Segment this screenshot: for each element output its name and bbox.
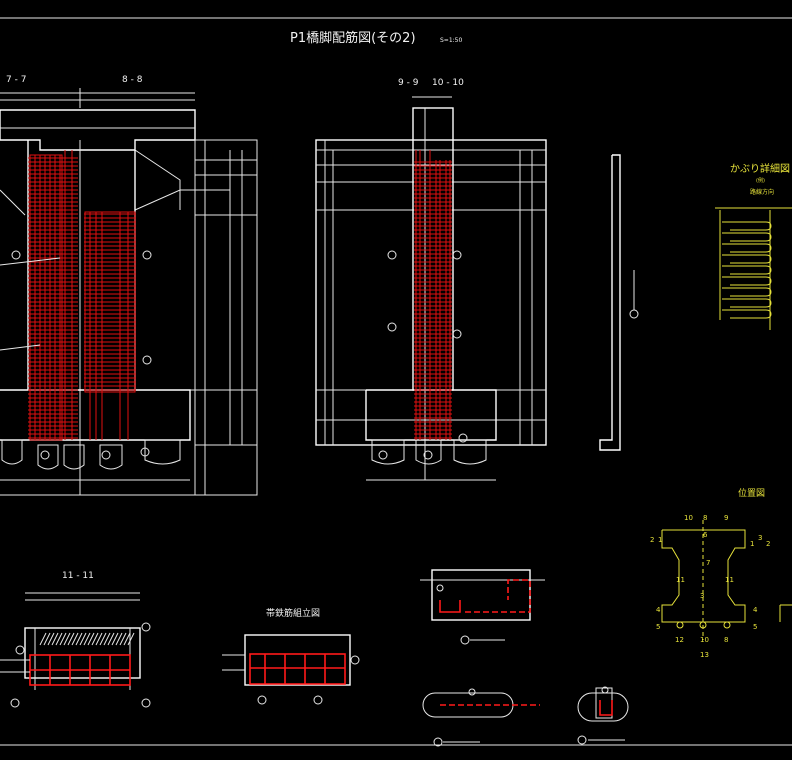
- pos-num-mid-center: 7: [706, 559, 710, 567]
- pos-num-right-1: 3: [758, 534, 762, 542]
- pos-num-bottom-0: 12: [675, 636, 684, 644]
- hoop-detail-a: [420, 569, 545, 645]
- hoop-assembly-title: 帯鉄筋組立図: [266, 607, 320, 619]
- section-11-detail: [0, 592, 151, 708]
- pos-num-left-1: 1: [658, 536, 662, 544]
- pos-num-lower-center: 3: [700, 592, 704, 600]
- pier-section-9-10: [315, 96, 547, 481]
- pos-num-top-0: 10: [684, 514, 693, 522]
- pos-num-bottom-2: 8: [724, 636, 728, 644]
- cover-detail-sub: (例): [756, 177, 765, 184]
- cover-detail-direction: 路線方向: [750, 188, 774, 196]
- drawing-title: P1橋脚配筋図(その2): [290, 30, 416, 46]
- hoop-detail-b: [422, 688, 540, 747]
- position-map-title: 位置図: [738, 487, 765, 499]
- pos-num-lower-left-0: 4: [656, 606, 661, 614]
- side-elevation-strip: [599, 154, 639, 451]
- pos-num-bottom-1: 10: [700, 636, 709, 644]
- pos-num-right-0: 1: [750, 540, 754, 548]
- pier-section-7-8: [0, 88, 258, 496]
- pos-num-mid-right: 11: [725, 576, 734, 584]
- pos-num-top-3: 9: [724, 514, 728, 522]
- section-label-11: 11 - 11: [62, 571, 94, 581]
- pos-num-top-1: 8: [703, 514, 707, 522]
- section-label-7: 7 - 7: [6, 75, 26, 85]
- section-label-8: 8 - 8: [122, 75, 143, 85]
- section-label-9: 9 - 9: [398, 78, 419, 88]
- pos-num-bottom-center: 13: [700, 651, 709, 659]
- hoop-detail-c: [577, 686, 629, 745]
- section-label-10: 10 - 10: [432, 78, 464, 88]
- hoop-assembly-detail: 帯鉄筋組立図: [222, 607, 360, 705]
- cover-detail-title: かぶり詳細図: [730, 162, 790, 175]
- pos-num-top-2: 6: [703, 531, 708, 539]
- drawing-scale: S=1:50: [440, 37, 462, 44]
- pos-num-right-2: 2: [766, 540, 770, 548]
- pos-num-lower-right-0: 4: [753, 606, 758, 614]
- pos-num-lower-left-1: 5: [656, 623, 660, 631]
- cover-detail: かぶり詳細図 (例) 路線方向: [715, 162, 792, 330]
- pos-num-left-0: 2: [650, 536, 654, 544]
- pos-num-lower-right-1: 5: [753, 623, 757, 631]
- pos-num-mid-left: 11: [676, 576, 685, 584]
